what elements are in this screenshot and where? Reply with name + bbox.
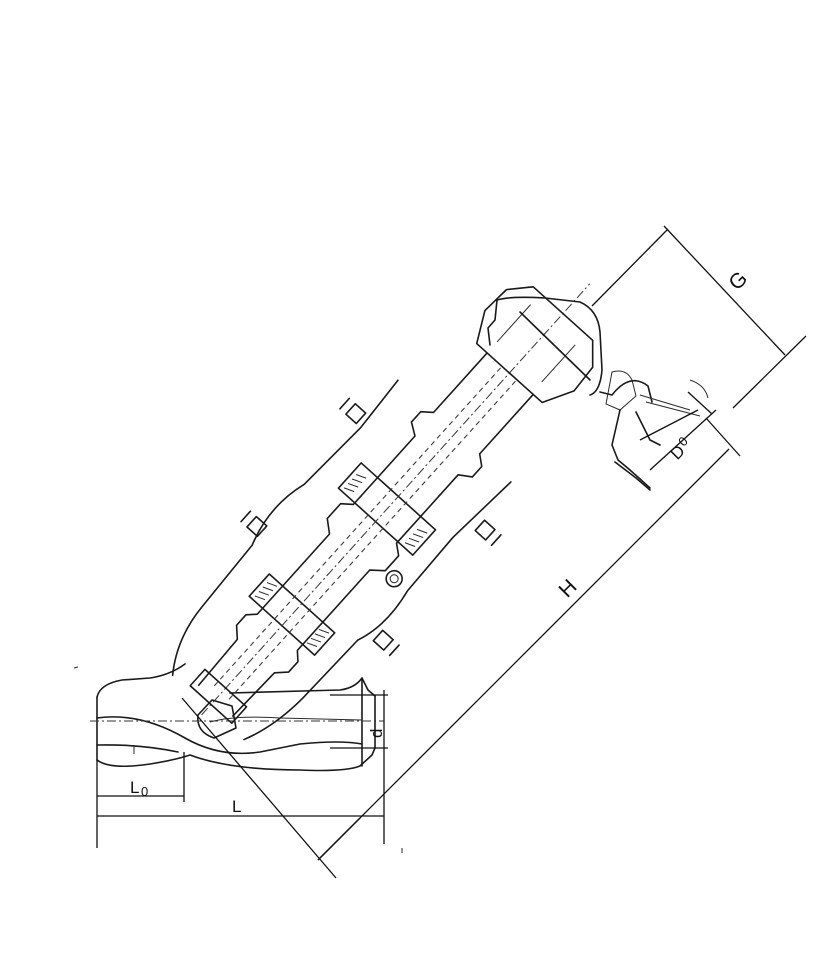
- dimension-L: L: [97, 797, 384, 817]
- dimension-L0: L 0: [96, 752, 185, 848]
- tick-mark: [73, 666, 79, 669]
- label-G: G: [724, 267, 752, 295]
- label-L0-subscript: 0: [141, 784, 148, 799]
- label-L: L: [232, 797, 241, 816]
- valve-body: [96, 663, 376, 772]
- dimension-G: G: [591, 225, 807, 409]
- bonnet-assembly: [171, 283, 594, 741]
- handwheel-housing: [487, 296, 709, 491]
- label-L0: L: [130, 778, 139, 797]
- label-d: d: [367, 729, 386, 738]
- dimension-d: d: [330, 690, 388, 844]
- dimension-H: H: [181, 417, 741, 879]
- label-H: H: [555, 575, 582, 602]
